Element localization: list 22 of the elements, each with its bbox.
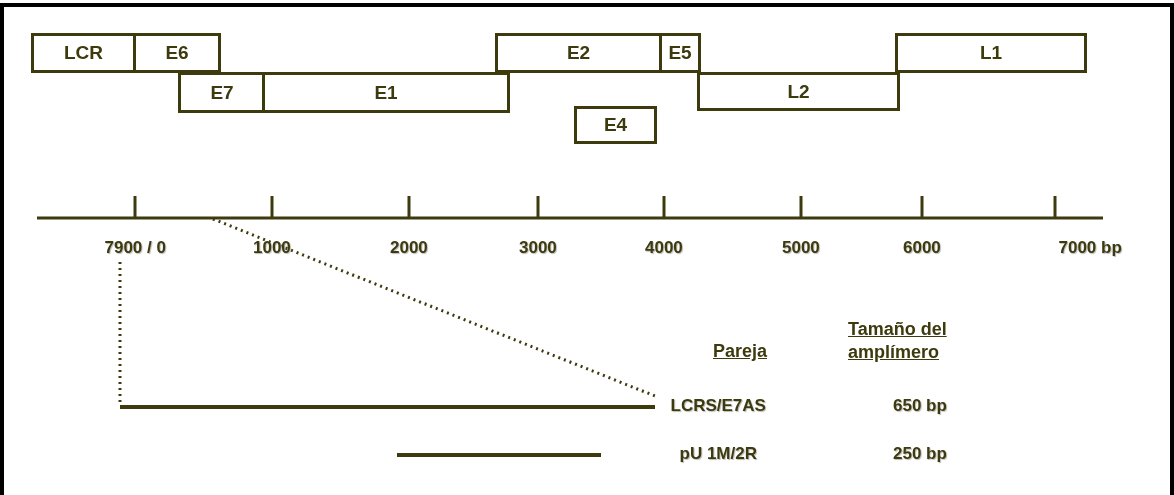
axis-tick-label: 7000 bp — [1058, 238, 1122, 258]
axis-tick-label: 3000 — [519, 238, 557, 258]
axis-tick-label: 1000 — [253, 238, 291, 258]
gene-box: E6 — [133, 33, 221, 73]
gene-box: LCR — [31, 33, 136, 73]
gene-box: E2 — [495, 33, 662, 73]
axis-tick-label: 6000 — [903, 238, 941, 258]
axis-tick-label: 7900 / 0 — [104, 238, 166, 258]
amplicon-size-label: 650 bp — [893, 396, 947, 416]
gene-box: E4 — [574, 106, 657, 144]
axis-tick-label: 2000 — [390, 238, 428, 258]
column-header: Tamaño del amplímero — [848, 318, 948, 364]
column-header: Pareja — [713, 340, 768, 363]
amplicon-size-label: 250 bp — [893, 444, 947, 464]
axis-tick-label: 5000 — [782, 238, 820, 258]
primer-pair-label: pU 1M/2R — [679, 444, 757, 464]
gene-box: E1 — [262, 72, 510, 113]
primer-pair-label: LCRS/E7AS — [670, 396, 766, 416]
gene-box: E5 — [659, 33, 701, 73]
gene-box: L1 — [895, 33, 1087, 73]
axis-tick-label: 4000 — [645, 238, 683, 258]
gene-box: L2 — [697, 72, 900, 111]
